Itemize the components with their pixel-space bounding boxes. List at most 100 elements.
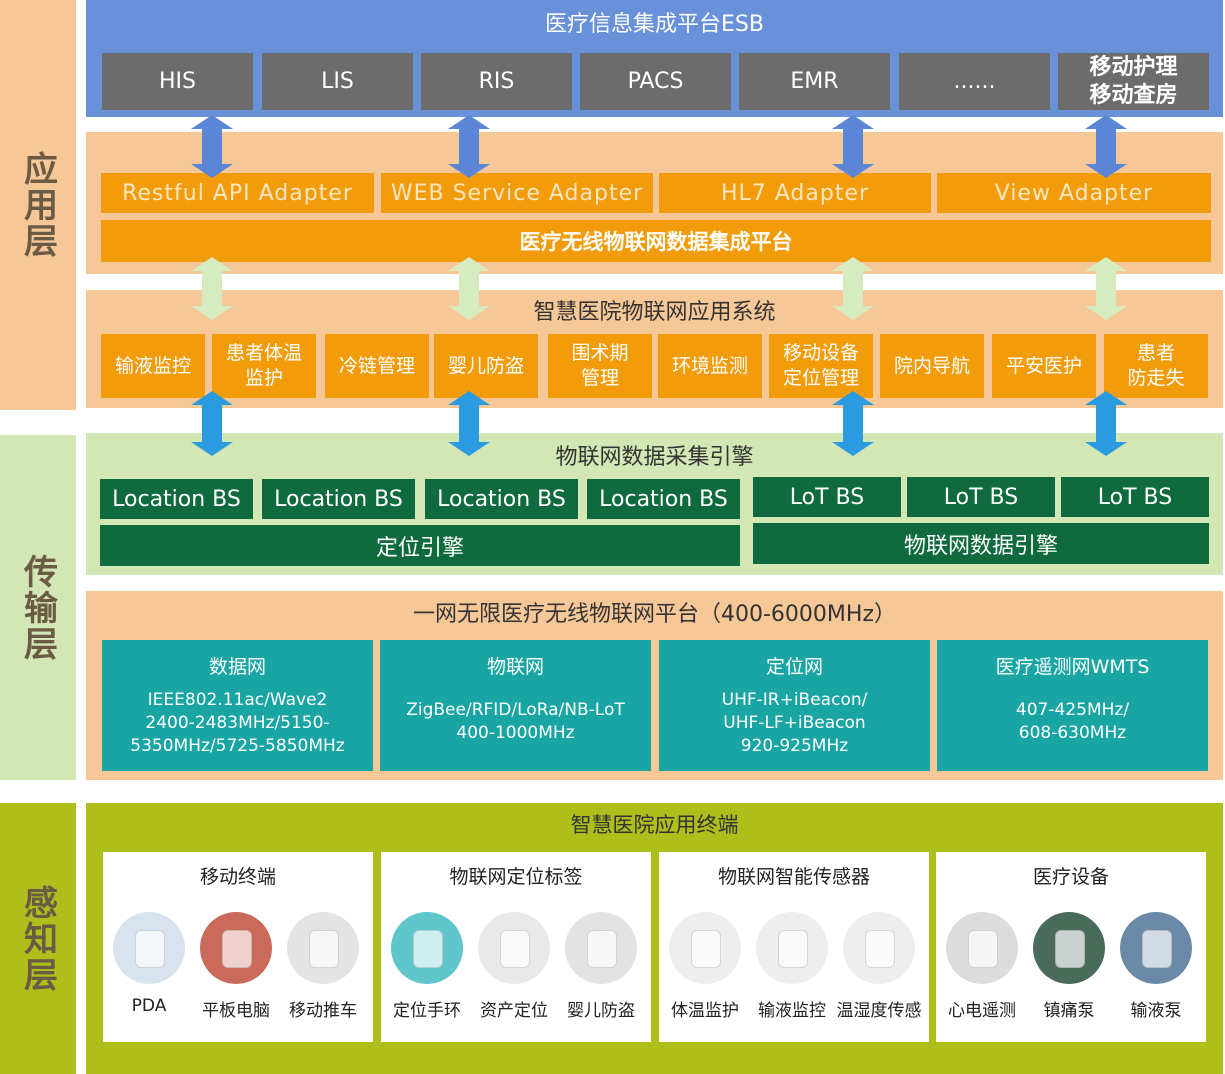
integration-platform: 医疗无线物联网数据集成平台 (101, 220, 1211, 262)
double-arrow-icon (191, 257, 233, 320)
location-bs-box: Location BS (262, 479, 415, 519)
device-image-icon (1120, 912, 1192, 984)
app-system-item: 院内导航 (880, 334, 984, 398)
location-bs-box: Location BS (100, 479, 253, 519)
adapter-box: WEB Service Adapter (381, 173, 653, 213)
device-image-icon (843, 912, 915, 984)
lot-bs-box: LoT BS (907, 477, 1055, 517)
device-image-icon (200, 912, 272, 984)
network-detail: 407-425MHz/608-630MHz (1015, 700, 1130, 743)
device-shape-icon (413, 930, 443, 968)
network-platform-title: 一网无限医疗无线物联网平台（400-6000MHz） (413, 602, 896, 627)
app-system-item: 围术期管理 (548, 334, 652, 398)
network-name: 医疗遥测网WMTS (995, 656, 1150, 678)
device-image-icon (669, 912, 741, 984)
device-image-icon (1033, 912, 1105, 984)
device-label: 镇痛泵 (1043, 1001, 1095, 1021)
device-image-icon (113, 912, 185, 984)
device-label: 输液监控 (758, 1001, 826, 1021)
device-image-icon (565, 912, 637, 984)
app-system-item: 患者防走失 (1104, 334, 1208, 398)
device-image-icon (756, 912, 828, 984)
network-name: 物联网 (486, 656, 544, 678)
esb-system-box: PACS (580, 53, 731, 110)
device-label: 资产定位 (480, 1001, 548, 1021)
device-shape-icon (135, 930, 165, 968)
double-arrow-icon (832, 115, 874, 178)
device-image-icon (478, 912, 550, 984)
terminal-group-title: 移动终端 (199, 866, 276, 888)
device-image-icon (391, 912, 463, 984)
double-arrow-icon (1085, 257, 1127, 320)
device-shape-icon (691, 930, 721, 968)
device-label: 移动推车 (289, 1001, 357, 1021)
app-system-item: 环境监测 (658, 334, 762, 398)
esb-system-box: LIS (262, 53, 413, 110)
layer-label-application: 应用层 (0, 0, 76, 410)
app-system-item: 移动设备定位管理 (769, 334, 873, 398)
iot-data-engine: 物联网数据引擎 (753, 523, 1209, 564)
adapter-box: HL7 Adapter (659, 173, 931, 213)
location-engine: 定位引擎 (100, 525, 740, 566)
device-label: 输液泵 (1130, 1001, 1182, 1021)
device-shape-icon (309, 930, 339, 968)
location-bs-box: Location BS (587, 479, 740, 519)
device-shape-icon (500, 930, 530, 968)
double-arrow-icon (1085, 391, 1127, 456)
lot-bs-box: LoT BS (1061, 477, 1209, 517)
layer-label-transport: 传输层 (0, 435, 76, 780)
terminal-card: 物联网智能传感器体温监护输液监控温湿度传感 (659, 852, 929, 1042)
esb-system-box: ...... (899, 53, 1050, 110)
device-shape-icon (968, 930, 998, 968)
lot-bs-box: LoT BS (753, 477, 901, 517)
esb-system-box: RIS (421, 53, 572, 110)
esb-title: 医疗信息集成平台ESB (545, 12, 764, 37)
network-name: 定位网 (765, 656, 823, 678)
double-arrow-icon (832, 391, 874, 456)
device-label: 温湿度传感 (836, 1001, 922, 1021)
adapter-box: View Adapter (937, 173, 1211, 213)
double-arrow-icon (191, 391, 233, 456)
double-arrow-icon (448, 257, 490, 320)
device-shape-icon (1142, 930, 1172, 968)
app-system-title: 智慧医院物联网应用系统 (533, 300, 776, 325)
app-system-item: 输液监控 (101, 334, 205, 398)
double-arrow-icon (832, 257, 874, 320)
device-label: PDA (131, 996, 167, 1016)
terminal-card: 物联网定位标签定位手环资产定位婴儿防盗 (381, 852, 651, 1042)
esb-system-box: 移动护理移动查房 (1058, 53, 1209, 110)
device-shape-icon (587, 930, 617, 968)
adapter-box: Restful API Adapter (101, 173, 374, 213)
double-arrow-icon (448, 115, 490, 178)
location-bs-box: Location BS (425, 479, 578, 519)
device-label: 心电遥测 (948, 1001, 1016, 1021)
app-system-item: 冷链管理 (325, 334, 429, 398)
app-system-item: 平安医护 (992, 334, 1096, 398)
terminals-title: 智慧医院应用终端 (570, 813, 739, 837)
terminal-group-title: 物联网智能传感器 (717, 866, 870, 888)
terminal-group-title: 医疗设备 (1032, 866, 1109, 888)
device-image-icon (287, 912, 359, 984)
network-card: 医疗遥测网WMTS 407-425MHz/608-630MHz (937, 640, 1208, 771)
device-label: 体温监护 (671, 1001, 739, 1021)
terminal-group-title: 物联网定位标签 (449, 866, 583, 888)
app-system-item: 婴儿防盗 (434, 334, 538, 398)
terminal-card: 医疗设备心电遥测 镇痛泵 输液泵 (936, 852, 1206, 1042)
esb-system-box: HIS (102, 53, 253, 110)
device-shape-icon (222, 930, 252, 968)
device-label: 婴儿防盗 (567, 1001, 635, 1021)
double-arrow-icon (191, 115, 233, 178)
double-arrow-icon (1085, 115, 1127, 178)
device-shape-icon (1055, 930, 1085, 968)
double-arrow-icon (448, 391, 490, 456)
network-name: 数据网 (208, 656, 266, 678)
app-system-item: 患者体温监护 (212, 334, 316, 398)
